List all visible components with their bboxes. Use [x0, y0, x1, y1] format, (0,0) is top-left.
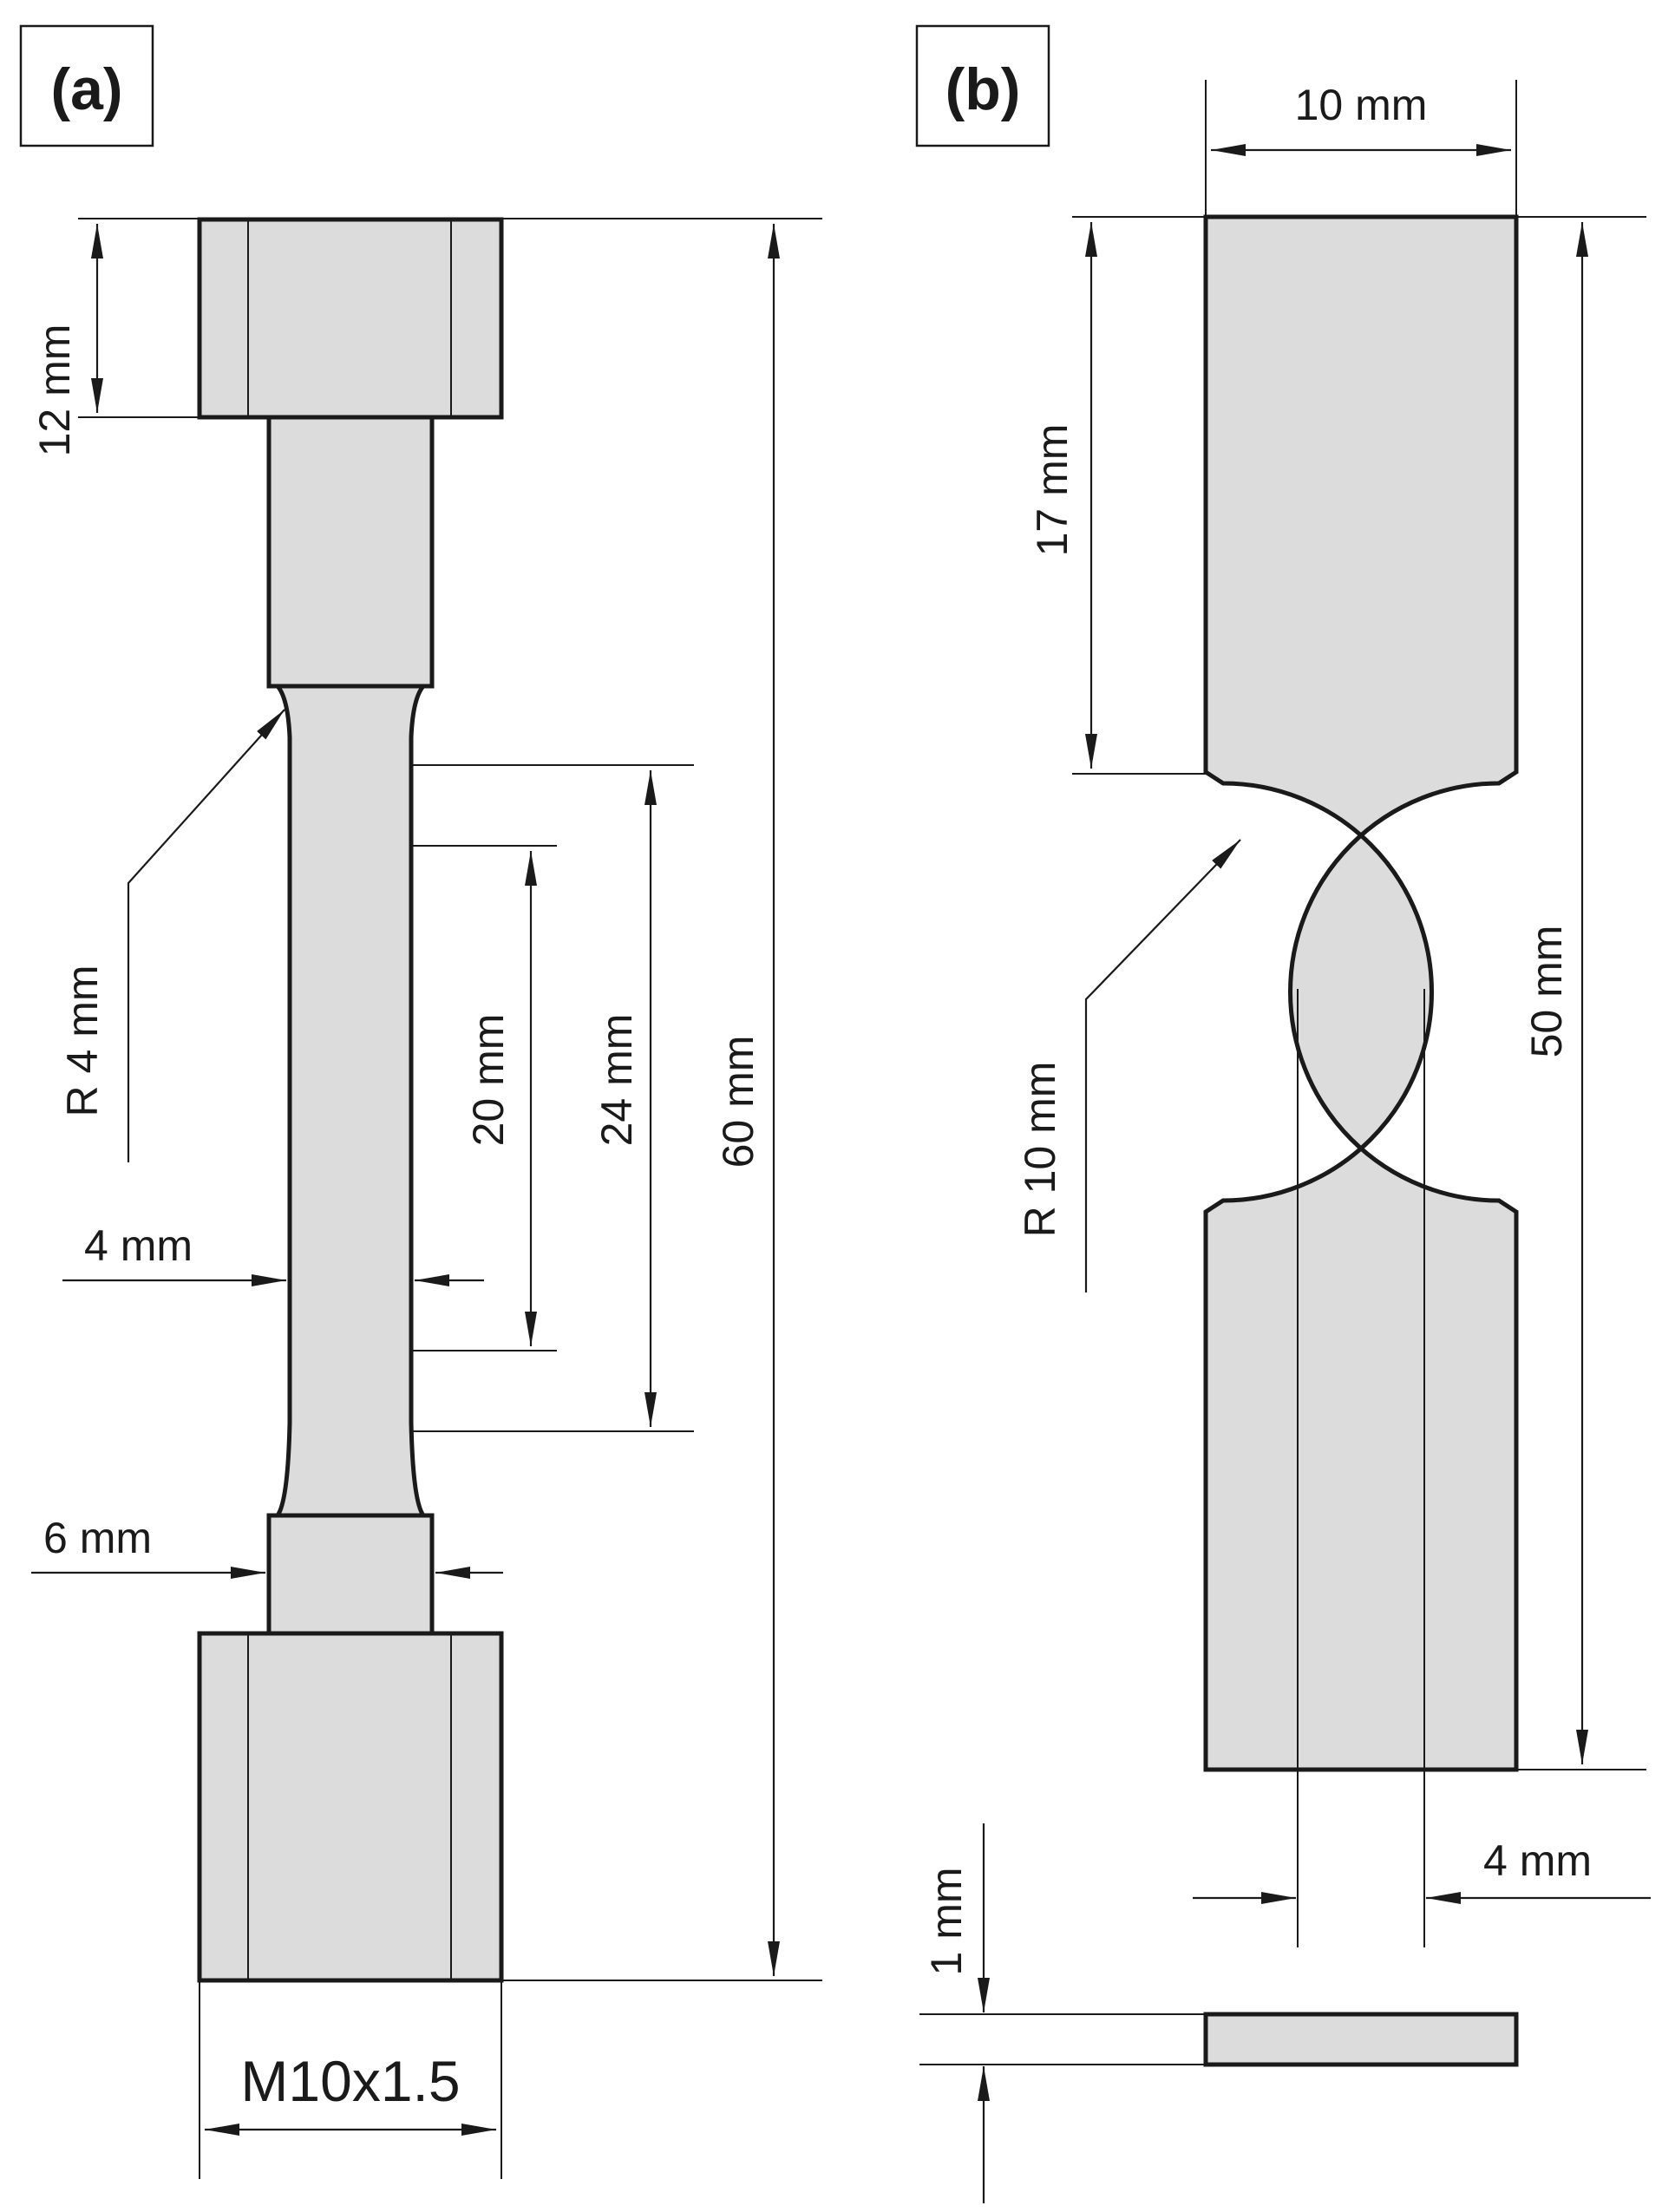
panel-b-label: (b) [945, 56, 1021, 122]
length-20-label: 20 mm [464, 1014, 513, 1147]
dim-gauge-width-b: 4 mm [1193, 1770, 1651, 1947]
dim-fillet-radius: R 4 mm [58, 709, 285, 1162]
gauge-section [272, 684, 429, 1518]
dim-width-b: 10 mm [1205, 80, 1517, 217]
dim-shoulder-length: 17 mm [1028, 216, 1206, 775]
top-threaded-head [197, 217, 504, 420]
width-b-label: 10 mm [1295, 81, 1428, 129]
flat-specimen-body [1203, 214, 1519, 1772]
dim-notch-radius: R 10 mm [1016, 839, 1241, 1293]
panel-a-label-box [19, 24, 154, 147]
dim-thread: M10x1.5 [199, 1980, 502, 2179]
total-length-a-label: 60 mm [714, 1036, 762, 1168]
shoulder-length-label: 17 mm [1028, 424, 1076, 557]
panel-a-label: (a) [50, 56, 122, 122]
head-length-label: 12 mm [30, 324, 79, 457]
cylindrical-specimen [197, 217, 504, 1983]
dim-gauge-width-a: 4 mm [62, 1221, 484, 1286]
dim-length-20: 20 mm [413, 845, 557, 1351]
dim-total-length-a: 60 mm [501, 218, 822, 1981]
length-24-label: 24 mm [592, 1014, 641, 1147]
panel-b-label-box [915, 24, 1050, 147]
neck-width-label: 6 mm [43, 1514, 152, 1562]
dim-head-length: 12 mm [30, 218, 200, 457]
flat-specimen-cross-section [1203, 2012, 1519, 2067]
total-length-b-label: 50 mm [1522, 926, 1571, 1058]
dim-length-24: 24 mm [413, 764, 694, 1432]
thread-label: M10x1.5 [240, 2049, 460, 2113]
gauge-width-a-label: 4 mm [84, 1221, 193, 1270]
bottom-threaded-head [197, 1631, 504, 1983]
dim-thickness: 1 mm [919, 1823, 1206, 2203]
panel-b: (b) 10 mm 17 mm 50 mm [915, 24, 1651, 2203]
flat-specimen [1203, 214, 1519, 2067]
bottom-neck [266, 1513, 435, 1636]
gauge-width-b-label: 4 mm [1483, 1836, 1592, 1885]
dim-total-length-b: 50 mm [1516, 216, 1646, 1770]
notch-radius-label: R 10 mm [1016, 1062, 1064, 1238]
top-neck [266, 415, 435, 689]
thickness-label: 1 mm [922, 1868, 971, 1976]
dim-neck-width: 6 mm [31, 1514, 503, 1579]
fillet-radius-label: R 4 mm [58, 965, 107, 1117]
panel-a: (a) 12 mm 60 mm [19, 24, 822, 2179]
